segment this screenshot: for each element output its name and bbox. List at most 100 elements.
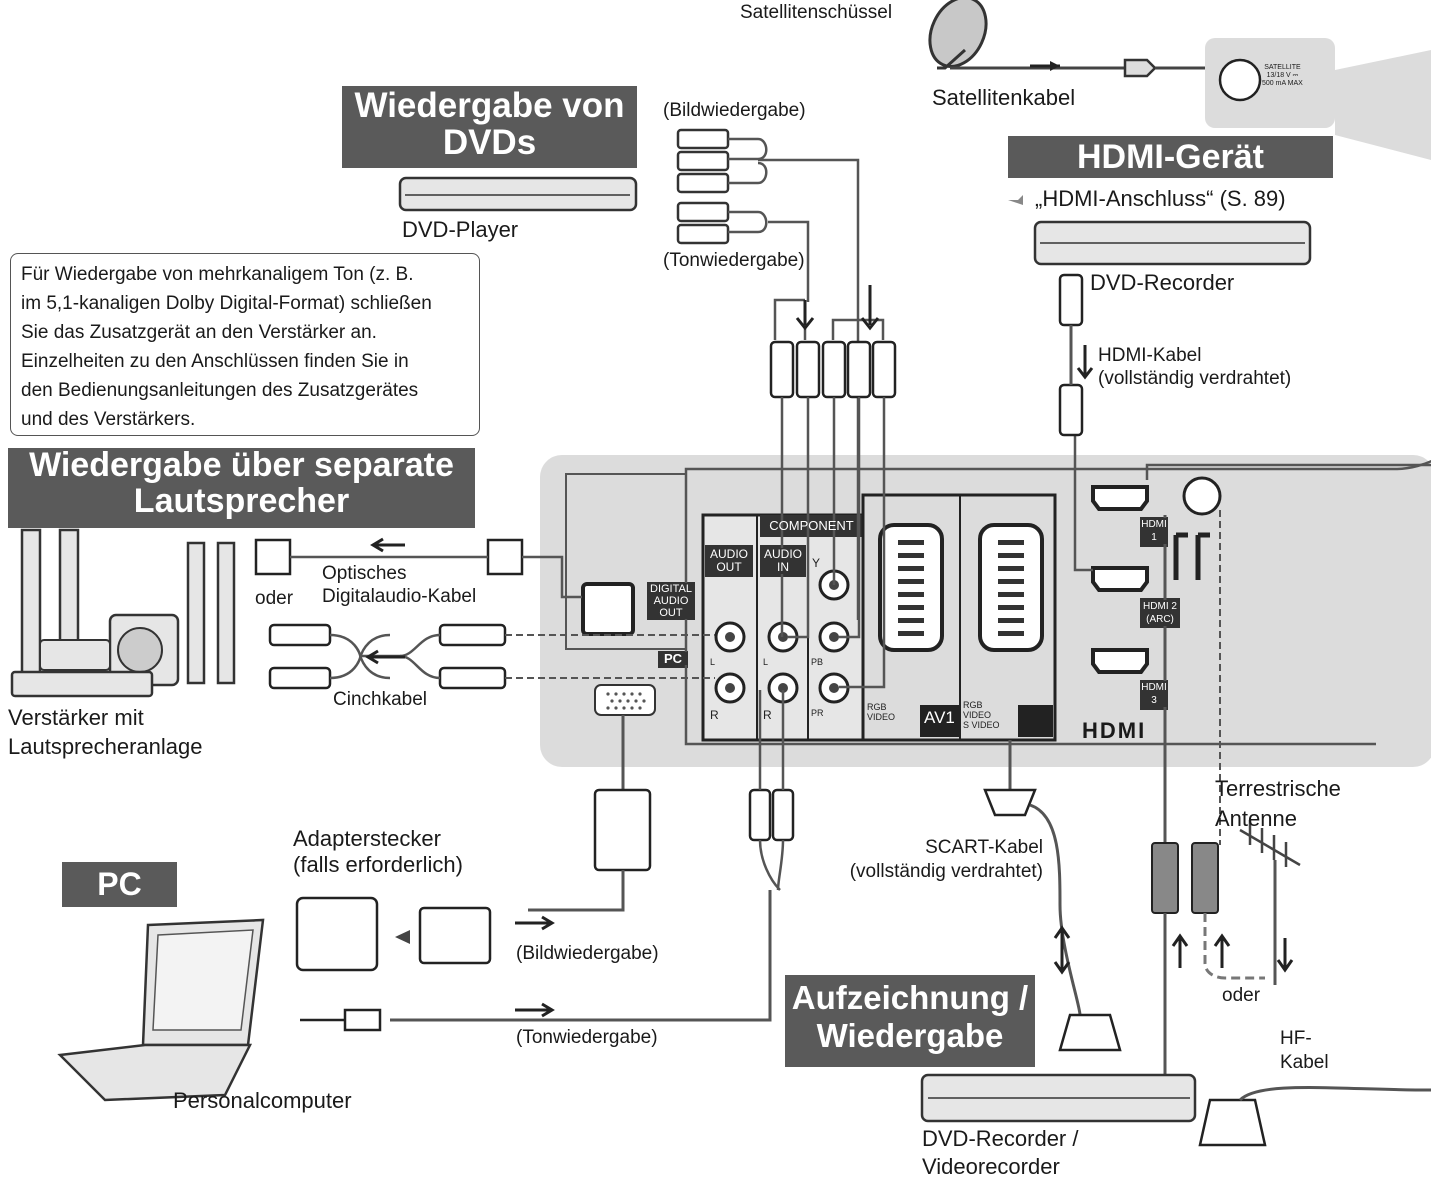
label-component: COMPONENT (769, 518, 854, 533)
hdmi3-line: 3 (1151, 695, 1157, 706)
heading-record: Aufzeichnung / Wiedergabe (785, 975, 1035, 1067)
label-dvd-recorder: DVD-Recorder (1090, 270, 1235, 295)
heading-pc: PC (62, 862, 177, 907)
label-dvd-video-recorder: DVD-Recorder / Videorecorder (922, 1125, 1078, 1181)
hdmi1-line: HDMI (1141, 519, 1167, 530)
label-adapter: Adapterstecker (falls erforderlich) (293, 826, 463, 878)
heading-hdmi: HDMI-Gerät (1008, 136, 1333, 178)
rf-cable-line: HF- (1280, 1028, 1312, 1049)
dvd-video-recorder-line: Videorecorder (922, 1154, 1060, 1179)
av2-scart-socket (978, 523, 1044, 652)
heading-record-line1: Aufzeichnung / (791, 979, 1029, 1016)
hdmi2-line: (ARC) (1146, 614, 1174, 625)
rf-cable-line: Kabel (1280, 1052, 1329, 1073)
scart-cable-line: (vollständig verdrahtet) (849, 861, 1043, 882)
hdmi-logo: HDMI (1082, 718, 1147, 743)
info-box: Für Wiedergabe von mehrkanaligem Ton (z.… (10, 253, 480, 436)
rgb-video-svideo-line: RGB (963, 700, 983, 710)
digital-audio-out-line: OUT (659, 607, 683, 619)
label-audio-out-r: R (710, 708, 719, 722)
label-audio-in-r: R (763, 708, 772, 722)
optical-cable-line: Digitalaudio-Kabel (322, 586, 477, 607)
label-dvd-player: DVD-Player (402, 217, 519, 242)
label-satellite-socket: SATELLITE 13/18 V ⎓ 500 mA MAX (1262, 64, 1303, 88)
info-line: und des Verstärkers. (21, 409, 196, 430)
audio-in-line: AUDIO (763, 547, 802, 561)
hdmi-cable-line: (vollständig verdrahtet) (1098, 368, 1292, 389)
label-optical-cable: Optisches Digitalaudio-Kabel (322, 562, 476, 608)
label-picture-playback: (Bildwiedergabe) (663, 100, 806, 121)
info-line: Für Wiedergabe von mehrkanaligem Ton (z.… (21, 264, 414, 285)
heading-speakers-line1: Wiedergabe über separate (29, 446, 454, 484)
label-hdmi3: HDMI 3 (1140, 681, 1168, 707)
dvd-player-device (398, 176, 638, 212)
label-pr: PR (811, 708, 824, 718)
label-audio-in: AUDIO IN (760, 548, 806, 574)
av1-scart-socket (878, 523, 944, 652)
scart-cable-line: SCART-Kabel (925, 837, 1043, 858)
hdmi1-socket (1091, 485, 1149, 511)
rgb-video-svideo-line: S VIDEO (963, 720, 1000, 730)
label-pc-picture: (Bildwiedergabe) (516, 943, 659, 964)
rgb-video-svideo-line: VIDEO (963, 710, 992, 720)
label-satellite-dish: Satellitenschüssel (740, 2, 893, 23)
label-scart-cable: SCART-Kabel (vollständig verdrahtet) (828, 836, 1043, 884)
label-pc-sound: (Tonwiedergabe) (516, 1027, 658, 1048)
antenna-device (1239, 820, 1301, 867)
heading-dvd-line2: DVDs (442, 122, 537, 162)
pc-vga-jack (594, 684, 656, 716)
satellite-socket-line: 500 mA MAX (1262, 80, 1303, 87)
info-line: den Bedienungsanleitungen des Zusatzgerä… (21, 380, 419, 401)
label-or-lower: oder (1222, 985, 1261, 1006)
vga-plug (593, 788, 652, 872)
label-audio-out: AUDIO OUT (705, 548, 753, 574)
terrestrial-antenna-line: Antenne (1215, 806, 1297, 831)
rgb-video-line: RGB (867, 702, 887, 712)
label-terrestrial-antenna: Terrestrische Antenne (1215, 774, 1341, 834)
rgb-video-line: VIDEO (867, 712, 896, 722)
heading-speakers: Wiedergabe über separate Lautsprecher (8, 446, 475, 528)
hdmi2-line: HDMI 2 (1143, 601, 1177, 612)
label-rca-cable: Cinchkabel (333, 689, 427, 710)
label-amplifier: Verstärker mit Lautsprecheranlage (8, 703, 202, 761)
optical-jack (581, 582, 635, 636)
antenna-socket (1182, 476, 1222, 516)
terrestrial-antenna-line: Terrestrische (1215, 776, 1341, 801)
label-hdmi2: HDMI 2 (ARC) (1140, 600, 1180, 626)
label-rgb-video: RGB VIDEO (867, 702, 895, 722)
label-or: oder (255, 588, 294, 609)
optical-cable-line: Optisches (322, 563, 407, 584)
label-pc-port: PC (658, 652, 688, 665)
hdmi1-line: 1 (1151, 532, 1157, 543)
heading-record-line2: Wiedergabe (816, 1016, 1004, 1054)
satellite-socket-line: 13/18 V ⎓ (1266, 72, 1299, 79)
label-digital-audio-out: DIGITAL AUDIO OUT (647, 583, 695, 619)
amplifier-line: Lautsprecheranlage (8, 734, 203, 759)
label-y: Y (812, 556, 821, 570)
label-satellite-cable: Satellitenkabel (932, 85, 1076, 110)
label-av1: AV1 (924, 708, 955, 727)
label-personal-computer: Personalcomputer (173, 1088, 352, 1113)
label-rgb-video-svideo: RGB VIDEO S VIDEO (963, 700, 1000, 730)
info-line: Sie das Zusatzgerät an den Verstärker an… (21, 322, 377, 343)
info-line: im 5,1-kanaligen Dolby Digital-Format) s… (21, 293, 432, 314)
label-hdmi-reference: „HDMI-Anschluss“ (S. 89) (1035, 186, 1286, 211)
audio-in-line: IN (777, 560, 789, 574)
audio-out-line: AUDIO (709, 547, 748, 561)
label-sound-playback: (Tonwiedergabe) (663, 250, 805, 271)
adapter-line: (falls erforderlich) (293, 852, 463, 877)
label-pb: PB (811, 657, 824, 667)
label-rf-cable: HF- Kabel (1280, 1027, 1329, 1075)
label-audio-in-l: L (763, 657, 769, 667)
digital-audio-out-line: DIGITAL (650, 583, 692, 595)
amplifier-device (10, 670, 154, 698)
digital-audio-out-line: AUDIO (653, 595, 689, 607)
heading-speakers-line2: Lautsprecher (133, 481, 350, 520)
info-line: Einzelheiten zu den Anschlüssen finden S… (21, 351, 409, 372)
audio-out-line: OUT (716, 560, 742, 574)
hdmi-cable-line: HDMI-Kabel (1098, 345, 1202, 366)
hdmi3-line: HDMI (1141, 682, 1167, 693)
hdmi3-socket (1091, 648, 1149, 674)
